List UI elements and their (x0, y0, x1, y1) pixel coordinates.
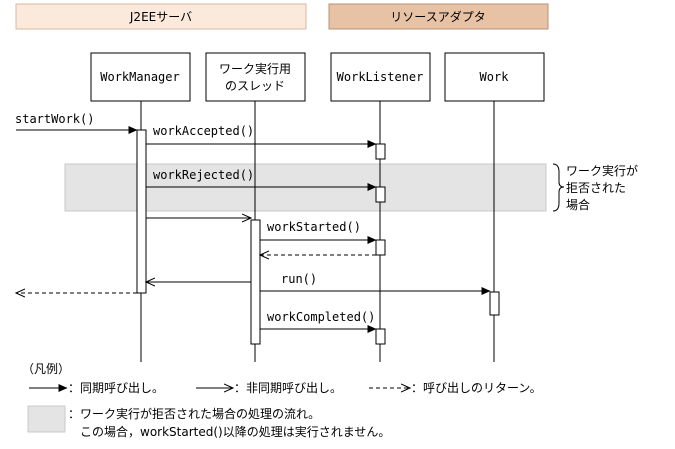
message-run-label: run() (281, 272, 317, 286)
rejected-note-line-1: ワーク実行が (566, 163, 638, 178)
server-group-header (15, 3, 307, 30)
rejected-note-line-3: 場合 (566, 197, 590, 212)
legend-return-label: ：呼び出しのリターン。 (411, 381, 542, 395)
message-work-accepted-label: workAccepted() (153, 124, 254, 138)
legend-shaded-line-2: この場合，workStarted()以降の処理は実行されません。 (80, 424, 390, 439)
legend-sync-label: ：同期呼び出し。 (68, 381, 164, 395)
legend-title: （凡例） (22, 362, 70, 376)
activation-worker-thread (250, 219, 261, 345)
activation-listener-completed (375, 328, 386, 345)
participant-work-manager (90, 52, 191, 102)
server-group-label: J2EEサーバ (129, 10, 192, 24)
participant-worker-thread-label-1: ワーク実行用 (219, 61, 291, 76)
participant-work (444, 52, 545, 102)
legend-shaded-line-1: ：ワーク実行が拒否された場合の処理の流れ。 (68, 406, 320, 421)
activation-work-manager (136, 129, 147, 294)
participant-work-listener-label: WorkListener (337, 70, 424, 84)
message-start-work-label: startWork() (15, 112, 94, 126)
participant-worker-thread-label-2: のスレッド (225, 79, 285, 93)
rejected-note-line-2: 拒否された (566, 181, 626, 195)
participant-work-label: Work (480, 70, 510, 84)
message-work-rejected-label: workRejected() (153, 168, 254, 182)
activation-listener-started (375, 239, 386, 256)
message-work-completed-label: workCompleted() (267, 310, 375, 324)
legend-shaded-swatch (27, 405, 66, 433)
message-work-started-label: workStarted() (267, 220, 361, 234)
adapter-group-header (328, 3, 549, 30)
activation-listener-rejected (375, 186, 386, 203)
activation-listener-accepted (375, 143, 386, 160)
participant-worker-thread (205, 52, 306, 102)
rejected-note-brace (552, 163, 565, 212)
activation-work-run (489, 291, 500, 316)
legend-async-label: ：非同期呼び出し。 (234, 381, 342, 395)
participant-work-manager-label: WorkManager (100, 70, 179, 84)
adapter-group-label: リソースアダプタ (390, 9, 485, 24)
